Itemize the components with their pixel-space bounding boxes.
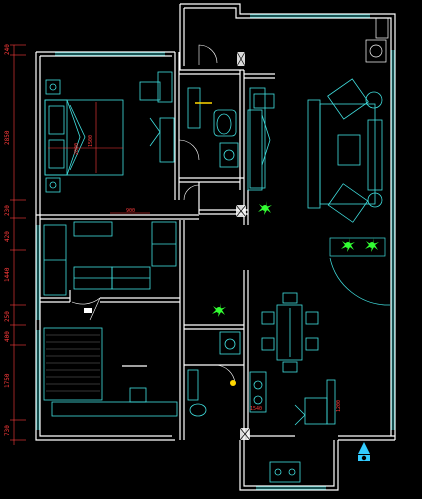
kitchen-width-label: 1540: [250, 406, 262, 412]
kitchen: [249, 371, 301, 483]
dim-label-0: 240: [4, 44, 11, 55]
dim-label-6: 400: [4, 331, 11, 342]
dim-label-4: 1440: [4, 267, 11, 282]
tv-cabinet: [249, 87, 275, 189]
bed-length-label: 2000: [74, 143, 80, 155]
cabinet-row: [73, 221, 177, 290]
master-bed: [44, 79, 124, 193]
dim-label-2: 230: [4, 205, 11, 216]
planter: [329, 237, 386, 257]
plant-icon: [212, 201, 379, 317]
fridge-label: 1200: [336, 400, 342, 412]
dining-set: [261, 292, 319, 373]
walls: [35, 3, 396, 491]
windows: [36, 14, 395, 490]
bed-width-label: 1500: [88, 135, 94, 147]
study-desk: [51, 365, 178, 417]
dim-label-7: 1750: [4, 373, 11, 388]
bath-light: [230, 380, 236, 386]
bedroom-desk: [139, 71, 175, 163]
dim-label-1: 2850: [4, 130, 11, 145]
balcony-door: [329, 257, 391, 306]
north-arrow-icon: [358, 442, 370, 461]
left-dimension-line: [10, 44, 26, 445]
bath-door: [183, 44, 218, 201]
washing-machine: [365, 17, 389, 63]
light-switch: [84, 308, 92, 313]
sofa-set: [307, 78, 383, 223]
bed-hatch: [46, 334, 100, 392]
wardrobe: [247, 109, 271, 191]
dim-label-3: 420: [4, 231, 11, 242]
dim-label-5: 250: [4, 311, 11, 322]
kids-bed: [43, 224, 103, 401]
master-bath: [187, 87, 239, 168]
door-width-label: 900: [126, 208, 135, 214]
kids-door: [71, 297, 101, 321]
second-bath: [187, 331, 241, 417]
bedroom-door: [178, 139, 200, 161]
bed-dimension: [48, 102, 123, 173]
left-dimension-labels: 240 2850 230 420 1440 250 400 1750 730: [4, 44, 11, 436]
fridge: [294, 379, 336, 426]
dim-label-8: 730: [4, 425, 11, 436]
column-hatch: [235, 51, 251, 441]
